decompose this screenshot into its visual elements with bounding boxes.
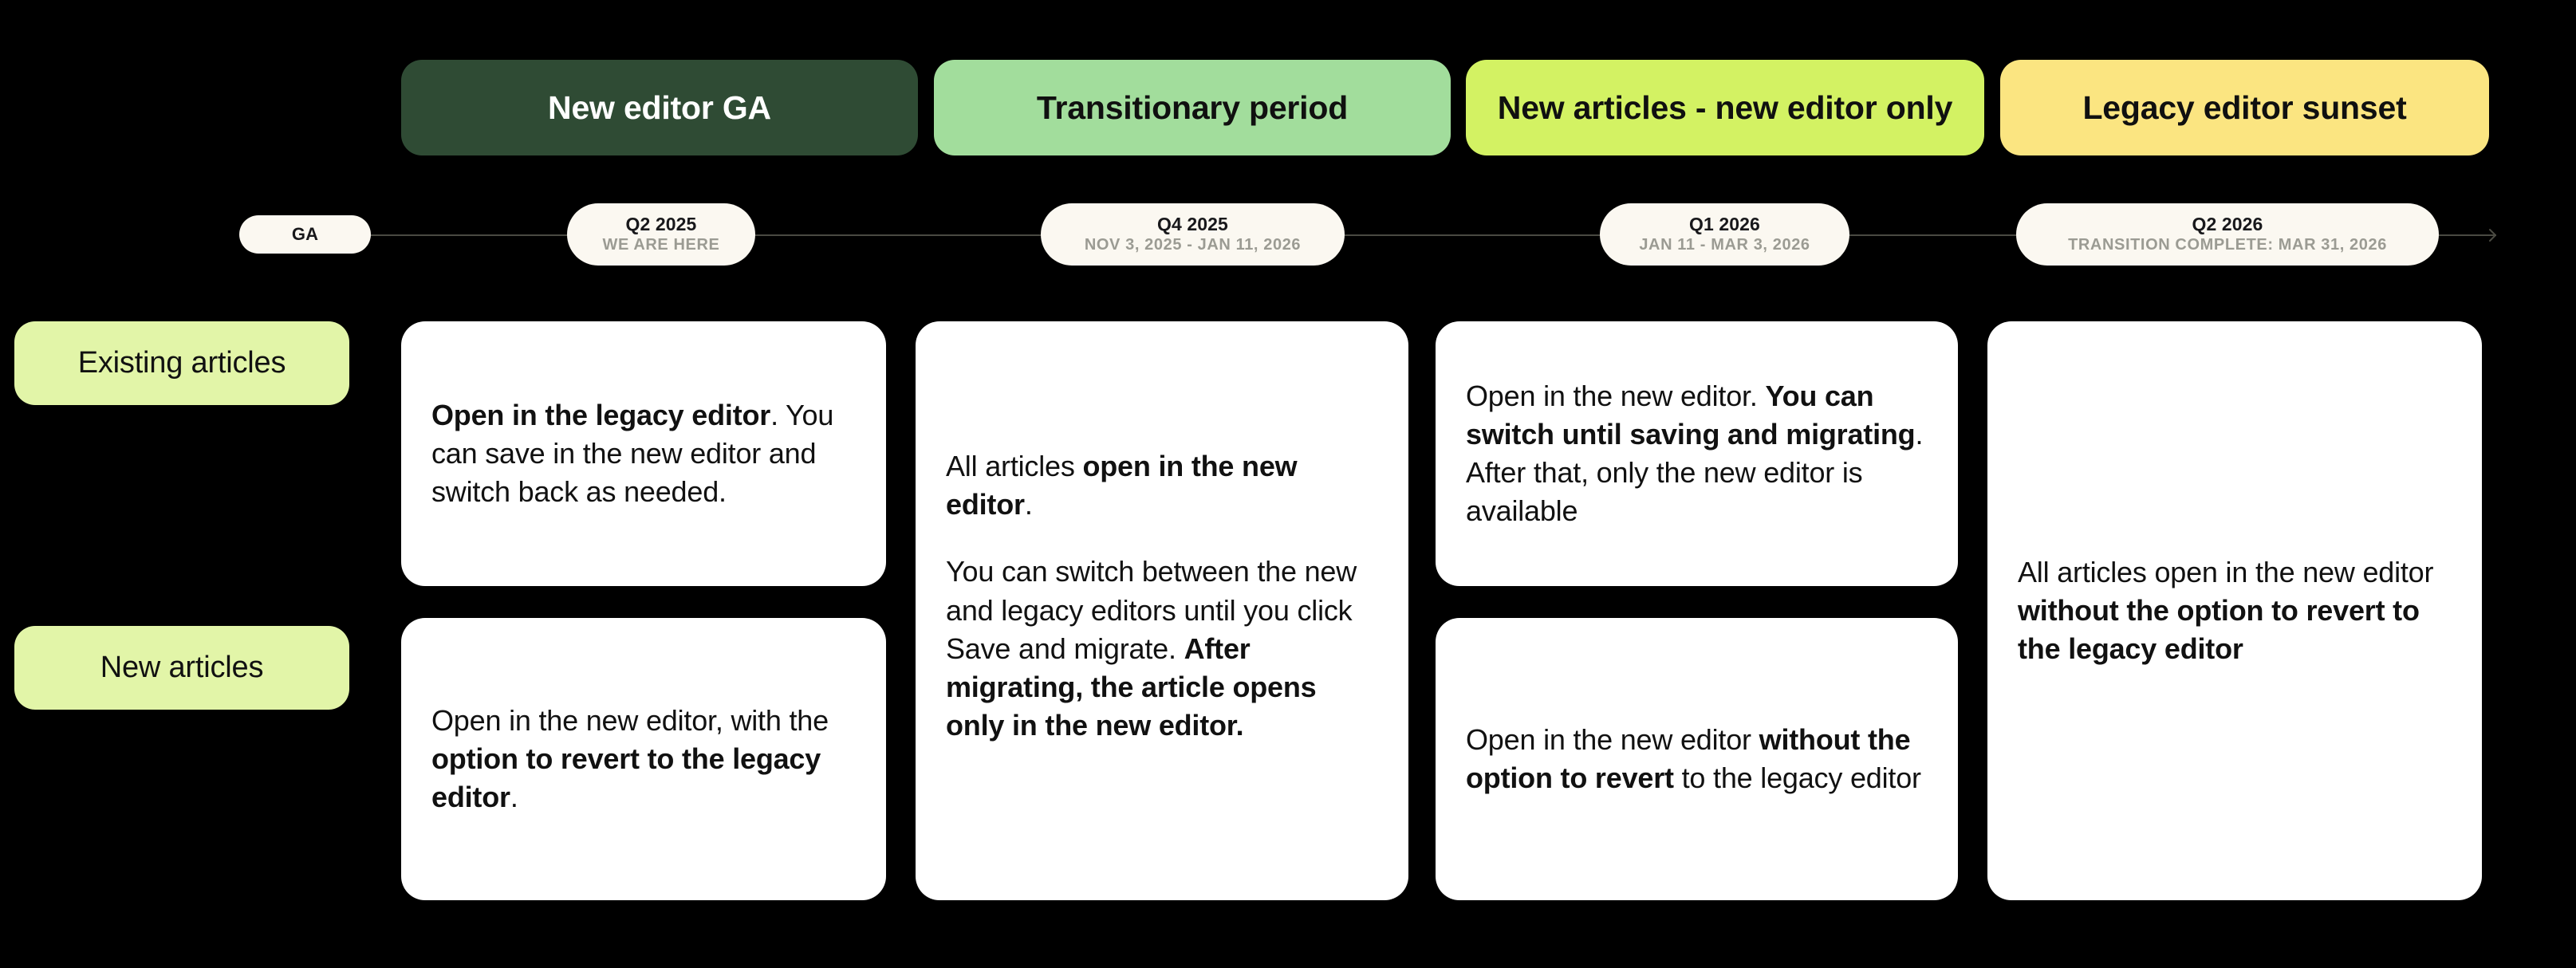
card-body: Open in the new editor without the optio… xyxy=(1466,722,1921,794)
card-body: Open in the legacy editor. You can save … xyxy=(431,398,834,509)
card-existing-articles-q2-2025: Open in the legacy editor. You can save … xyxy=(401,321,886,586)
timeline-line xyxy=(311,234,2496,236)
card-legacy-sunset-all-articles: All articles open in the new editor with… xyxy=(1987,321,2482,900)
phase-pill-new-articles-new-editor-only[interactable]: New articles - new editor only xyxy=(1466,60,1984,155)
phase-pill-label: New articles - new editor only xyxy=(1497,89,1953,126)
row-label-existing-articles: Existing articles xyxy=(14,321,349,405)
row-label-text: New articles xyxy=(100,651,264,684)
phase-pill-new-editor-ga[interactable]: New editor GA xyxy=(401,60,918,155)
card-transitionary-period-all-articles: All articles open in the new editor.You … xyxy=(916,321,1408,900)
card-existing-articles-q1-2026: Open in the new editor. You can switch u… xyxy=(1436,321,1958,586)
timeline-marker-q1-2026[interactable]: Q1 2026 JAN 11 - MAR 3, 2026 xyxy=(1600,203,1849,266)
timeline-marker-subtitle: TRANSITION COMPLETE: MAR 31, 2026 xyxy=(2068,235,2387,254)
timeline-marker-title: Q2 2026 xyxy=(2192,213,2263,234)
row-label-text: Existing articles xyxy=(77,346,286,380)
phase-header-row: New editor GA Transitionary period New a… xyxy=(0,60,2576,155)
phase-pill-label: New editor GA xyxy=(548,89,771,126)
timeline-marker-title: Q4 2025 xyxy=(1157,213,1228,234)
timeline-marker-title: Q1 2026 xyxy=(1689,213,1760,234)
phase-pill-label: Legacy editor sunset xyxy=(2082,89,2407,126)
card-body: All articles open in the new editor.You … xyxy=(946,450,1357,742)
timeline-marker-title: Q2 2025 xyxy=(625,213,697,234)
phase-pill-legacy-editor-sunset[interactable]: Legacy editor sunset xyxy=(2000,60,2489,155)
row-label-new-articles: New articles xyxy=(14,626,349,710)
card-body: Open in the new editor, with the option … xyxy=(431,703,829,814)
arrow-right-icon xyxy=(2479,226,2498,245)
timeline-marker-subtitle: NOV 3, 2025 - JAN 11, 2026 xyxy=(1084,235,1302,254)
phase-pill-transitionary-period[interactable]: Transitionary period xyxy=(934,60,1451,155)
timeline-marker-subtitle: JAN 11 - MAR 3, 2026 xyxy=(1639,235,1810,254)
card-new-articles-q2-2025: Open in the new editor, with the option … xyxy=(401,618,886,900)
phase-pill-label: Transitionary period xyxy=(1036,89,1349,126)
timeline-marker-q2-2026[interactable]: Q2 2026 TRANSITION COMPLETE: MAR 31, 202… xyxy=(2016,203,2439,266)
card-body: All articles open in the new editor with… xyxy=(2018,555,2434,666)
card-new-articles-q1-2026: Open in the new editor without the optio… xyxy=(1436,618,1958,900)
timeline-marker-ga[interactable]: GA xyxy=(239,215,371,254)
card-body: Open in the new editor. You can switch u… xyxy=(1466,379,1924,528)
timeline-marker-subtitle: WE ARE HERE xyxy=(602,235,720,254)
timeline-axis: GA Q2 2025 WE ARE HERE Q4 2025 NOV 3, 20… xyxy=(0,191,2576,279)
timeline-marker-q4-2025[interactable]: Q4 2025 NOV 3, 2025 - JAN 11, 2026 xyxy=(1041,203,1345,266)
timeline-marker-q2-2025[interactable]: Q2 2025 WE ARE HERE xyxy=(567,203,755,266)
timeline-marker-title: GA xyxy=(291,223,319,244)
